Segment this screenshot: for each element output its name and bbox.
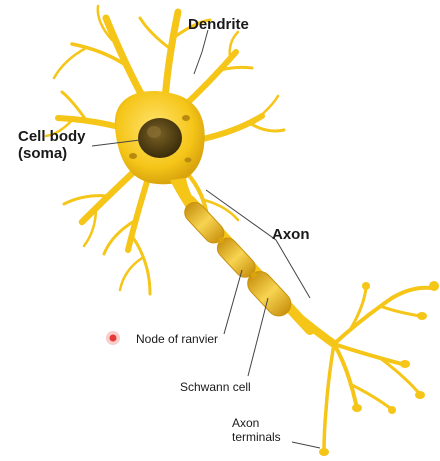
axon-terminals [300,288,432,452]
label-axon-terminals-line2: terminals [232,430,281,444]
label-schwann-cell: Schwann cell [180,380,251,394]
nucleus [138,118,182,158]
cursor-marker [106,331,120,345]
label-dendrite: Dendrite [188,16,249,33]
label-node-of-ranvier: Node of ranvier [136,332,218,346]
cell-body [115,91,205,184]
label-cell-body-line2: (soma) [18,145,86,162]
label-cell-body-line1: Cell body [18,128,86,145]
label-axon-terminals: Axon terminals [232,416,281,444]
label-axon-terminals-line1: Axon [232,416,281,430]
label-axon: Axon [272,226,310,243]
label-cell-body: Cell body (soma) [18,128,86,162]
myelin-sheath [181,198,296,321]
